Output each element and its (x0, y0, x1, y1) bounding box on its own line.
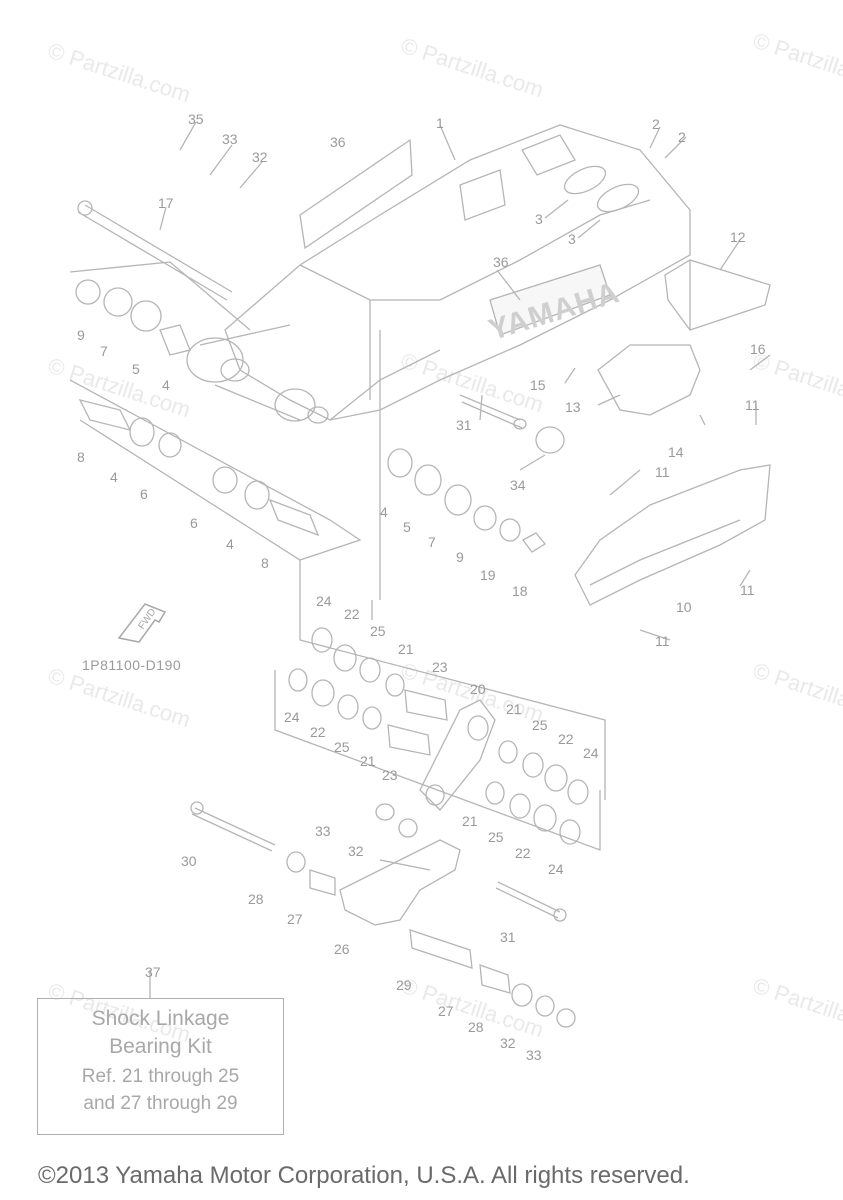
part-callout: 25 (488, 829, 504, 845)
part-callout: 2 (678, 129, 686, 145)
part-callout: 36 (330, 134, 346, 150)
part-callout: 2 (652, 116, 660, 132)
part-callout: 35 (188, 111, 204, 127)
part-callout: 25 (532, 717, 548, 733)
part-callout: 4 (380, 504, 388, 520)
kit-refs: Ref. 21 through 25 and 27 through 29 (38, 1063, 283, 1117)
part-callout: 16 (750, 341, 766, 357)
forward-arrow-icon: FWD (117, 603, 167, 643)
part-callout: 18 (512, 583, 528, 599)
part-callout: 24 (548, 861, 564, 877)
part-callout: 7 (428, 534, 436, 550)
part-callout: 31 (456, 417, 472, 433)
kit-title-line2: Bearing Kit (109, 1035, 212, 1058)
part-callout: 8 (77, 449, 85, 465)
part-callout: 22 (344, 606, 360, 622)
part-callout: 11 (745, 397, 760, 413)
part-callout: 27 (438, 1003, 454, 1019)
part-callout: 22 (515, 845, 531, 861)
part-callout: 30 (181, 853, 197, 869)
part-callout: 8 (261, 555, 269, 571)
part-callout: 24 (583, 745, 599, 761)
part-callout: 3 (535, 211, 543, 227)
part-callout: 9 (456, 549, 464, 565)
part-callout: 4 (162, 377, 170, 393)
part-callout: 26 (334, 941, 350, 957)
part-callout: 5 (132, 361, 140, 377)
part-callout: 33 (315, 823, 331, 839)
part-callout: 32 (252, 149, 268, 165)
part-callout: 24 (284, 709, 300, 725)
part-callout: 33 (222, 131, 238, 147)
part-callout: 13 (565, 399, 581, 415)
part-callout: 17 (158, 195, 174, 211)
part-callout: 31 (500, 929, 516, 945)
part-callout: 22 (310, 724, 326, 740)
part-callout: 23 (432, 659, 448, 675)
kit-title: Shock Linkage Bearing Kit (38, 1005, 283, 1061)
part-callout: 5 (403, 519, 411, 535)
kit-ref-number: 37 (145, 964, 161, 980)
part-callout: 10 (676, 599, 692, 615)
part-callout: 14 (668, 444, 684, 460)
part-callout: 28 (248, 891, 264, 907)
part-callout: 23 (382, 767, 398, 783)
bearing-kit-box: Shock Linkage Bearing Kit Ref. 21 throug… (37, 998, 284, 1135)
part-callout: 21 (506, 701, 522, 717)
part-callout: 15 (530, 377, 546, 393)
part-callout: 33 (526, 1047, 542, 1063)
part-callout: 21 (360, 753, 376, 769)
part-callout: 25 (370, 623, 386, 639)
kit-title-line1: Shock Linkage (91, 1007, 230, 1030)
part-callout: 25 (334, 739, 350, 755)
part-callout: 4 (226, 536, 234, 552)
part-callout: 11 (655, 633, 670, 649)
part-callout: 3 (568, 231, 576, 247)
part-callout: 6 (190, 515, 198, 531)
part-callout: 34 (510, 477, 526, 493)
part-callout: 11 (655, 464, 670, 480)
part-callout: 21 (398, 641, 414, 657)
part-callout: 22 (558, 731, 574, 747)
part-callout: 29 (396, 977, 412, 993)
part-callout: 6 (140, 486, 148, 502)
part-callout: 1 (436, 115, 444, 131)
part-callout: 4 (110, 469, 118, 485)
part-callout: 12 (730, 229, 746, 245)
copyright-notice: ©2013 Yamaha Motor Corporation, U.S.A. A… (38, 1162, 690, 1189)
kit-ref-line2: and 27 through 29 (83, 1093, 238, 1114)
part-callout: 32 (500, 1035, 516, 1051)
part-callout: 7 (100, 343, 108, 359)
part-callout: 19 (480, 567, 496, 583)
part-callout: 20 (470, 681, 486, 697)
part-callout: 24 (316, 593, 332, 609)
diagram-code: 1P81100-D190 (82, 657, 182, 673)
kit-ref-line1: Ref. 21 through 25 (81, 1066, 240, 1087)
part-callout: 36 (493, 254, 509, 270)
part-callout: 27 (287, 911, 303, 927)
part-callout: 28 (468, 1019, 484, 1035)
part-callout: 9 (77, 327, 85, 343)
part-callout: 11 (740, 582, 755, 598)
part-callout: 32 (348, 843, 364, 859)
part-callout: 21 (462, 813, 478, 829)
